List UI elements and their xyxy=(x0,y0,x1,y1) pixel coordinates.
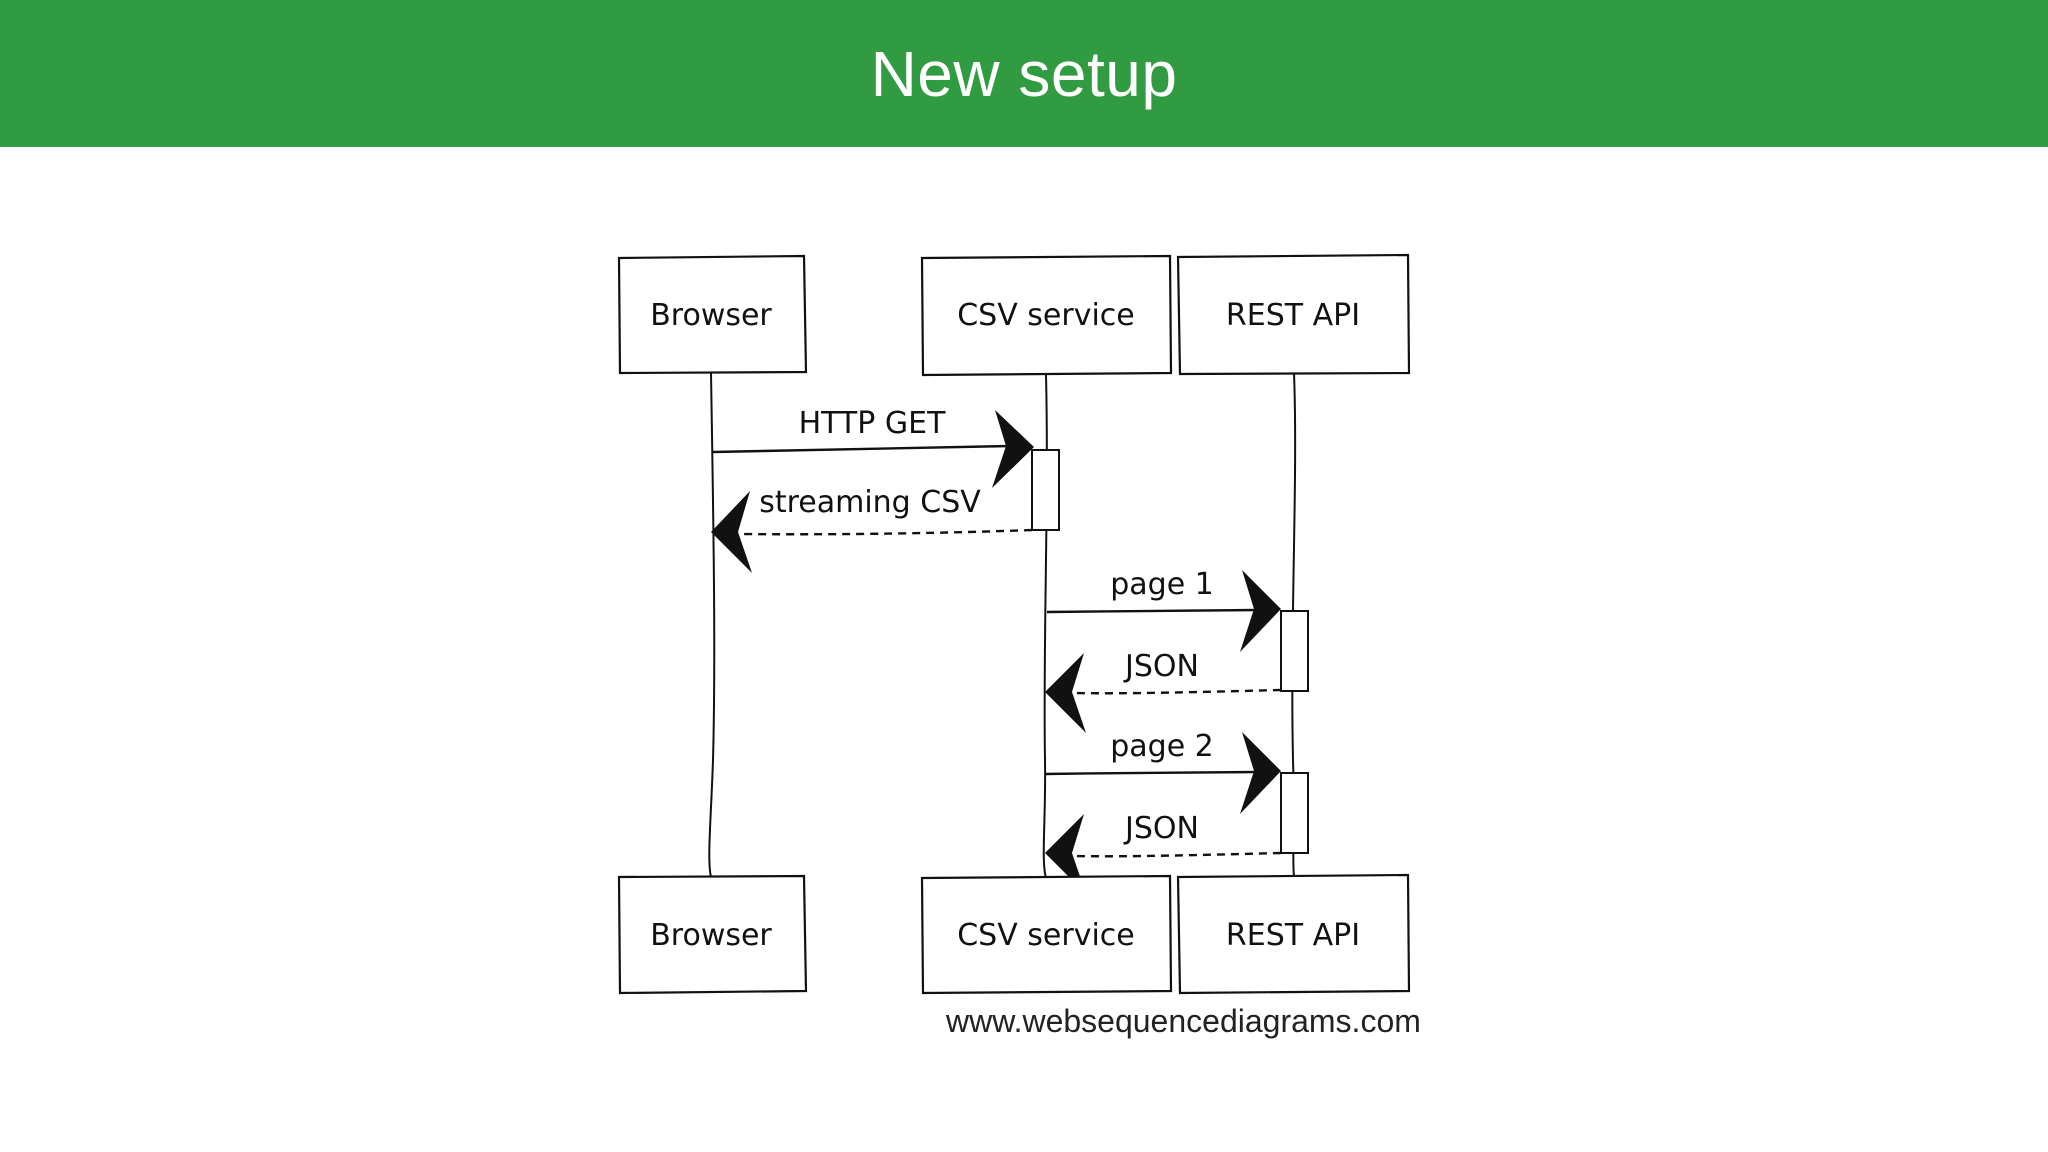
message-json-2: JSON xyxy=(1045,811,1282,894)
participant-label: REST API xyxy=(1226,298,1360,333)
participant-label: REST API xyxy=(1226,918,1360,953)
message-page-1: page 1 xyxy=(1046,567,1281,652)
watermark-text: www.websequencediagrams.com xyxy=(946,1003,1421,1039)
message-label: page 1 xyxy=(1110,567,1214,602)
participant-label: CSV service xyxy=(957,918,1135,953)
slide-title: New setup xyxy=(870,37,1178,110)
participant-label: Browser xyxy=(650,298,772,333)
participant-label: CSV service xyxy=(957,298,1135,333)
activation-csv-service xyxy=(1031,449,1060,531)
message-label: JSON xyxy=(1123,811,1199,846)
participant-bottom-rest-api: REST API xyxy=(1176,873,1411,995)
message-label: streaming CSV xyxy=(759,485,981,520)
participant-top-rest-api: REST API xyxy=(1176,253,1411,376)
message-json-1: JSON xyxy=(1045,649,1282,733)
activation-rest-api-1 xyxy=(1280,610,1309,692)
message-page-2: page 2 xyxy=(1044,729,1281,814)
participant-top-browser: Browser xyxy=(617,254,808,375)
message-label: JSON xyxy=(1123,649,1199,684)
participant-label: Browser xyxy=(650,918,772,953)
slide-header: New setup xyxy=(0,0,2048,147)
participant-bottom-browser: Browser xyxy=(617,874,808,995)
message-label: HTTP GET xyxy=(799,406,947,441)
participant-bottom-csv-service: CSV service xyxy=(920,874,1173,995)
message-http-get: HTTP GET xyxy=(712,406,1034,488)
lifeline-browser xyxy=(708,371,716,878)
message-streaming-csv: streaming CSV xyxy=(711,485,1033,573)
participant-top-csv-service: CSV service xyxy=(920,254,1173,377)
message-label: page 2 xyxy=(1110,729,1214,764)
activation-rest-api-2 xyxy=(1280,772,1309,854)
